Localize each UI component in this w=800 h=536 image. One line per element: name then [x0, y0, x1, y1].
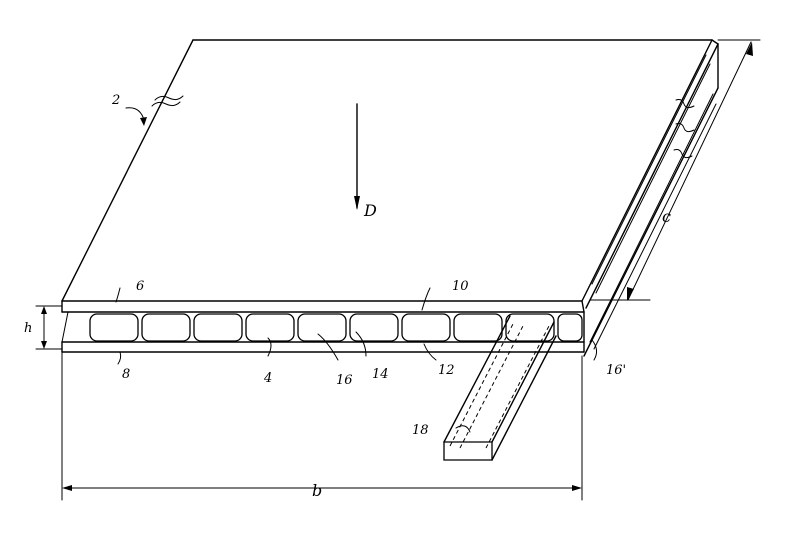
cell	[349, 313, 399, 342]
cell	[401, 313, 451, 342]
label-length: c	[662, 207, 671, 226]
label-panel: 2	[111, 93, 120, 108]
cell	[557, 313, 583, 342]
label-height: h	[24, 321, 32, 336]
label-top-sheet: 6	[136, 279, 144, 294]
label-inner-surface-bottom: 12	[438, 363, 455, 378]
length-dimension	[589, 39, 761, 301]
panel-leader	[125, 107, 147, 126]
right-edge-face	[581, 39, 719, 357]
cell	[453, 313, 503, 342]
cell	[89, 313, 139, 342]
top-plate	[61, 39, 713, 313]
label-channel: 16	[336, 373, 353, 388]
cell	[505, 313, 555, 342]
label-cell: 4	[263, 371, 272, 386]
cell	[245, 313, 295, 342]
label-channel-edge: 16'	[606, 363, 626, 378]
width-dimension	[61, 351, 583, 501]
leader-lines	[115, 287, 598, 433]
core-cells	[89, 313, 583, 342]
label-insert: 18	[412, 423, 429, 438]
cell	[297, 313, 347, 342]
cell	[193, 313, 243, 342]
label-direction: D	[363, 201, 377, 220]
label-inner-surface-top: 10	[452, 279, 469, 294]
label-bottom-sheet: 8	[122, 367, 130, 382]
direction-arrow	[354, 103, 360, 210]
cell	[141, 313, 191, 342]
label-width: b	[312, 481, 322, 500]
label-web: 14	[372, 367, 389, 382]
insert-bar	[443, 315, 557, 461]
height-dimension	[35, 305, 63, 350]
